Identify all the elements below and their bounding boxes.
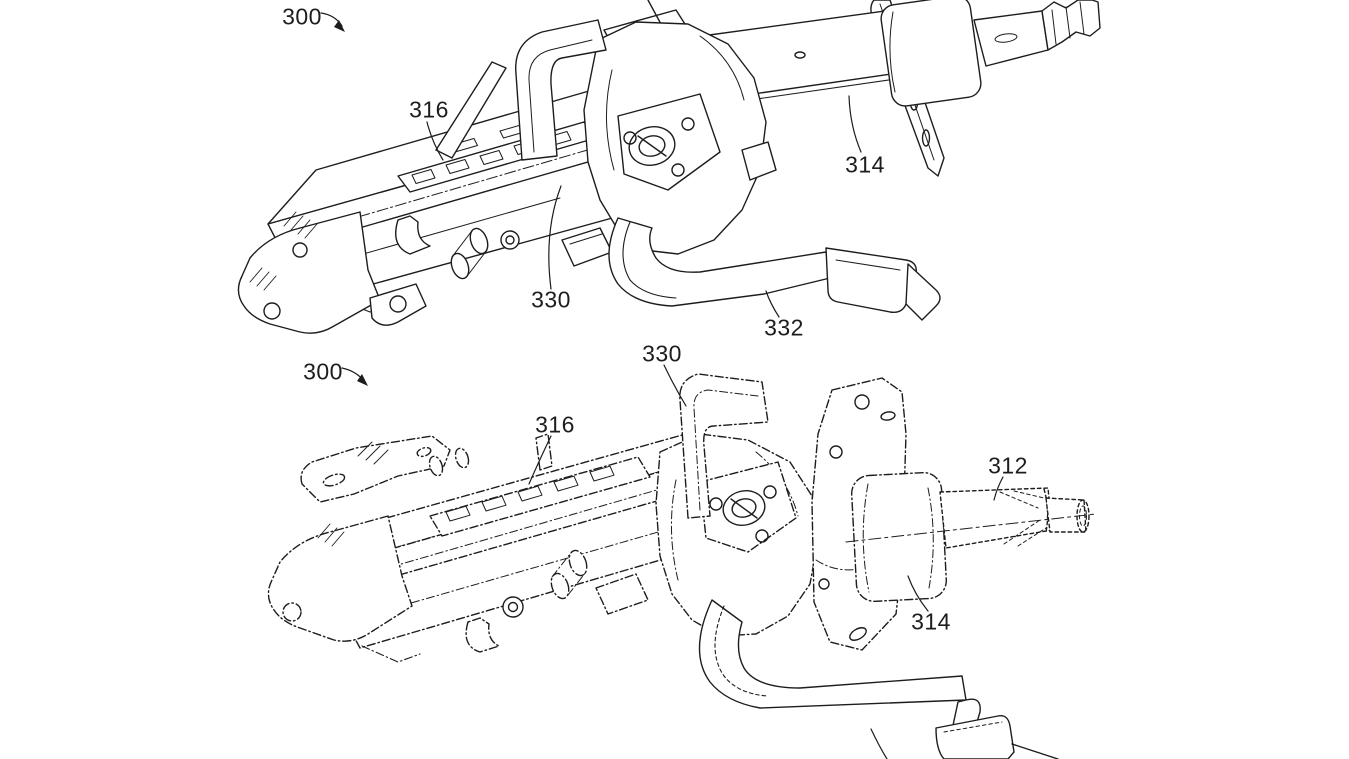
leader-arrow-icon	[357, 374, 368, 386]
leader-314-lower	[907, 575, 929, 612]
adjustment-lever-lower	[698, 599, 1059, 759]
leader-316-upper	[426, 121, 444, 161]
mount-bracket-lower	[267, 515, 413, 642]
adjustment-lever-upper	[608, 217, 941, 321]
ref-numeral-300-upper: 300	[282, 3, 322, 30]
lock-mechanism-upper	[583, 21, 777, 255]
ref-numeral-330-lower: 330	[642, 340, 682, 367]
lower-assembly-drawing	[267, 373, 1097, 759]
leader-330-lower	[663, 364, 687, 407]
upper-cut-line	[647, 0, 663, 27]
mount-bracket-upper	[237, 211, 427, 334]
ref-numeral-316-upper: 316	[409, 96, 449, 123]
leader-316-lower	[528, 435, 552, 485]
steering-shaft-upper	[698, 0, 1101, 107]
leader-arrow-icon	[334, 20, 345, 32]
ref-numeral-312-lower: 312	[988, 452, 1028, 479]
leader-lines	[320, 12, 1004, 759]
leader-332-upper	[765, 290, 780, 318]
leader-314-upper	[848, 95, 862, 153]
ref-numeral-314-lower: 314	[911, 608, 951, 635]
leader-312-lower	[993, 476, 1004, 501]
ref-numeral-332-upper: 332	[764, 314, 804, 341]
ref-numeral-300-lower: 300	[303, 358, 343, 385]
leader-330-upper	[548, 185, 562, 290]
clamp-strap-upper	[515, 19, 607, 161]
steering-shaft-lower	[845, 471, 1097, 603]
upper-assembly-drawing	[237, 0, 1101, 334]
lock-mechanism-lower	[655, 433, 819, 637]
ribbed-rail-lower	[429, 456, 651, 537]
ref-numeral-314-upper: 314	[845, 151, 885, 178]
leader-cutoff-lower	[870, 728, 888, 759]
underside-hardware-lower	[465, 549, 649, 653]
angled-bar-upper	[435, 61, 507, 159]
underside-hardware-upper	[395, 215, 613, 280]
ref-numeral-316-lower: 316	[535, 411, 575, 438]
ref-numeral-330-upper: 330	[531, 286, 571, 313]
clamp-strap-lower	[679, 373, 769, 519]
